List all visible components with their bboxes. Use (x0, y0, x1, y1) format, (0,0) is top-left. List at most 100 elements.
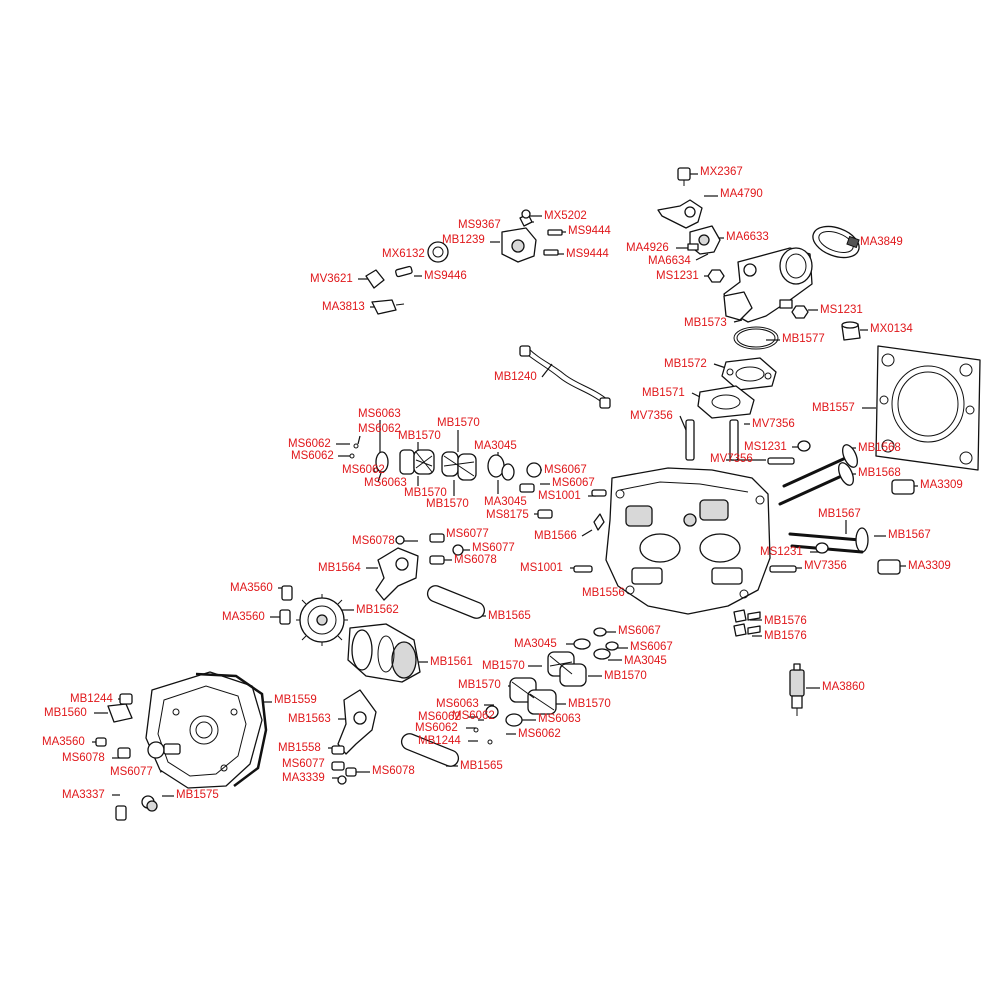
part-label-mv7356: MV7356 (630, 410, 673, 422)
part-label-ma3339: MA3339 (282, 772, 325, 784)
nut-drawing (707, 269, 809, 319)
part-label-mb1567: MB1567 (888, 529, 931, 541)
part-label-ms6078: MS6078 (62, 752, 105, 764)
part-label-mb1570: MB1570 (437, 417, 480, 429)
leader-line-ma6634 (695, 253, 709, 261)
sprocket-bolt-drawing (279, 585, 293, 625)
part-label-ma6633: MA6633 (726, 231, 769, 243)
part-label-ma3309: MA3309 (908, 560, 951, 572)
hose-clamp-drawing (812, 225, 860, 259)
part-label-mb1564: MB1564 (318, 562, 361, 574)
part-label-mb1558: MB1558 (278, 742, 321, 754)
part-label-ms6062: MS6062 (358, 423, 401, 435)
intake-manifold-drawing (723, 247, 813, 323)
valve-spring-set-upper-drawing (349, 443, 542, 493)
leader-line-ms6062 (357, 435, 361, 445)
part-label-ma3860: MA3860 (822, 681, 865, 693)
intake-gasket-plate-drawing (697, 385, 755, 419)
thermostat-drawing (427, 241, 449, 263)
part-label-mv7356: MV7356 (752, 418, 795, 430)
part-label-ms1001: MS1001 (538, 490, 581, 502)
part-label-ms6063: MS6063 (538, 713, 581, 725)
part-label-ms6062: MS6062 (288, 438, 331, 450)
part-label-ms6063: MS6063 (364, 477, 407, 489)
intake-gasket-o-ring-drawing (733, 326, 779, 350)
inspection-plug-drawing (147, 741, 181, 759)
thermostat-cover-drawing (501, 227, 537, 263)
part-label-ms6063: MS6063 (358, 408, 401, 420)
part-label-ms1231: MS1231 (820, 304, 863, 316)
insulator-plate-drawing (721, 357, 777, 391)
part-label-mx6132: MX6132 (382, 248, 425, 260)
part-label-mb1565: MB1565 (488, 610, 531, 622)
part-label-mb1571: MB1571 (642, 387, 685, 399)
stud-bolt-drawing (685, 419, 797, 573)
o-ring-drawing (593, 627, 619, 651)
part-label-ms6067: MS6067 (630, 641, 673, 653)
part-label-ms8175: MS8175 (486, 509, 529, 521)
leader-line-mv7356 (679, 415, 687, 431)
part-label-mx2367: MX2367 (700, 166, 743, 178)
part-label-ms6067: MS6067 (544, 464, 587, 476)
part-label-mv3621: MV3621 (310, 273, 353, 285)
part-label-mb1570: MB1570 (604, 670, 647, 682)
part-label-ms9444: MS9444 (568, 225, 611, 237)
part-label-ms6078: MS6078 (352, 535, 395, 547)
part-label-ms1231: MS1231 (744, 441, 787, 453)
part-label-ma3337: MA3337 (62, 789, 105, 801)
part-label-mb1559: MB1559 (274, 694, 317, 706)
part-label-ma3045: MA3045 (624, 655, 667, 667)
part-label-mb1576: MB1576 (764, 630, 807, 642)
camshaft-drawing (347, 623, 421, 683)
temp-sender-drawing (371, 299, 405, 315)
part-label-ms9367: MS9367 (458, 219, 501, 231)
part-label-ms6062: MS6062 (452, 710, 495, 722)
part-label-ms6062: MS6062 (418, 711, 461, 723)
part-label-mb1570: MB1570 (398, 430, 441, 442)
cam-sprocket-drawing (296, 594, 348, 646)
part-label-mb1244: MB1244 (70, 693, 113, 705)
head-gasket-drawing (875, 345, 981, 471)
breather-tube-drawing (519, 345, 611, 409)
part-label-ma4790: MA4790 (720, 188, 763, 200)
part-label-ma3560: MA3560 (222, 611, 265, 623)
leader-line-mb1566 (581, 529, 593, 537)
part-label-ms1231: MS1231 (656, 270, 699, 282)
sensor-cap-drawing (677, 167, 691, 186)
part-label-ms1001: MS1001 (520, 562, 563, 574)
part-label-ms6062: MS6062 (342, 464, 385, 476)
valve-stem-seal-drawing (733, 609, 761, 637)
part-label-ms1231: MS1231 (760, 546, 803, 558)
part-label-ma4926: MA4926 (626, 242, 669, 254)
part-label-ms6078: MS6078 (454, 554, 497, 566)
part-label-mb1570: MB1570 (568, 698, 611, 710)
part-label-mb1239: MB1239 (442, 234, 485, 246)
part-label-ms9446: MS9446 (424, 270, 467, 282)
valve-spring-set-lower-drawing (473, 638, 611, 745)
part-label-mb1573: MB1573 (684, 317, 727, 329)
part-label-ms6077: MS6077 (110, 766, 153, 778)
part-label-ms6078: MS6078 (372, 765, 415, 777)
part-label-mb1565: MB1565 (460, 760, 503, 772)
part-label-mb1570: MB1570 (404, 487, 447, 499)
part-label-mb1570: MB1570 (458, 679, 501, 691)
rocker-arm-upper-drawing (375, 533, 464, 601)
head-cover-drawing (145, 671, 263, 789)
valve-guide-drawing (797, 440, 829, 554)
bolt-small-drawing (543, 229, 563, 256)
part-label-mb1556: MB1556 (582, 587, 625, 599)
part-label-mb1570: MB1570 (426, 498, 469, 510)
spark-plug-drawing (789, 663, 805, 716)
part-label-mb1557: MB1557 (812, 402, 855, 414)
breather-cap-drawing (95, 693, 133, 759)
part-label-mb1244: MB1244 (418, 735, 461, 747)
part-label-ms9444: MS9444 (566, 248, 609, 260)
rocker-shaft-upper-drawing (426, 585, 486, 619)
rocker-arm-lower-drawing (331, 689, 377, 785)
part-label-ma3045: MA3045 (514, 638, 557, 650)
part-label-ma6634: MA6634 (648, 255, 691, 267)
part-label-mb1561: MB1561 (430, 656, 473, 668)
stud-small-drawing (537, 489, 607, 573)
collar-drawing (841, 321, 861, 341)
part-label-ms6063: MS6063 (436, 698, 479, 710)
